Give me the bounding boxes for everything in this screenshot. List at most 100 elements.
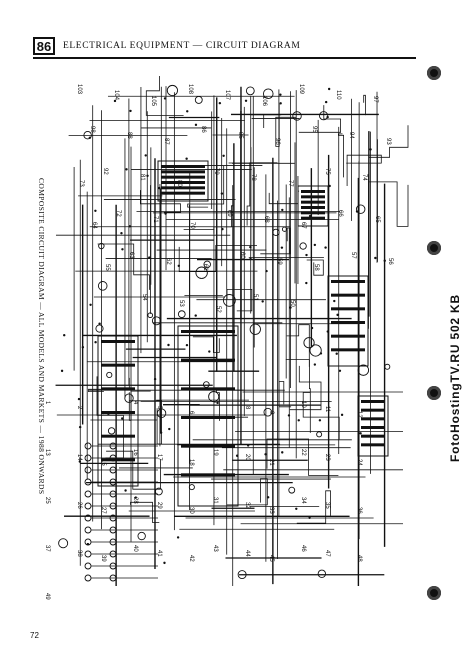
component-number: 2 bbox=[76, 406, 82, 410]
component-number: 60 bbox=[239, 252, 245, 259]
component-number: 79 bbox=[213, 168, 219, 175]
junction-dot bbox=[89, 303, 92, 306]
junction-dot bbox=[94, 209, 97, 212]
component-number: 1 bbox=[44, 401, 50, 405]
component-number: 104 bbox=[113, 90, 119, 101]
junction-dot bbox=[279, 93, 282, 96]
component-number: 34 bbox=[300, 497, 306, 504]
junction-dot bbox=[287, 414, 291, 417]
component-symbol bbox=[309, 344, 322, 357]
junction-dot bbox=[60, 369, 64, 373]
component-number: 105 bbox=[150, 96, 156, 107]
junction-dot bbox=[249, 257, 252, 261]
component-number: 23 bbox=[324, 454, 330, 461]
junction-dot bbox=[218, 101, 222, 105]
binder-hole-4 bbox=[427, 586, 441, 600]
connector-pin bbox=[101, 411, 135, 414]
junction-dot bbox=[244, 99, 248, 102]
component-number: 80 bbox=[176, 180, 182, 187]
connector-pin bbox=[331, 307, 365, 311]
component-number: 61 bbox=[202, 264, 208, 271]
component-symbol bbox=[384, 363, 391, 370]
wire-path bbox=[213, 205, 234, 234]
wire-path bbox=[178, 245, 257, 272]
component-symbol bbox=[124, 393, 134, 403]
wire-path bbox=[88, 377, 130, 392]
junction-dot bbox=[280, 246, 284, 249]
junction-dot bbox=[128, 225, 131, 228]
wire-path bbox=[129, 400, 162, 445]
junction-dot bbox=[176, 536, 180, 539]
junction-dot bbox=[313, 363, 317, 366]
component-number: 70 bbox=[189, 222, 195, 229]
junction-dot bbox=[167, 343, 170, 347]
component-number: 17 bbox=[156, 454, 162, 461]
lamp-symbol bbox=[84, 562, 92, 570]
component-symbol bbox=[97, 281, 108, 291]
wire-path bbox=[260, 227, 291, 255]
component-symbol bbox=[177, 310, 186, 319]
junction-dot bbox=[63, 334, 66, 337]
wire-path bbox=[130, 501, 160, 523]
component-number: 7 bbox=[212, 401, 218, 405]
component-symbol bbox=[166, 84, 178, 97]
junction-dot bbox=[120, 231, 123, 235]
component-number: 66 bbox=[337, 210, 343, 217]
component-symbol bbox=[83, 130, 92, 140]
wire-path bbox=[286, 324, 310, 367]
component-number: 95 bbox=[311, 126, 317, 133]
junction-dot bbox=[324, 100, 328, 104]
connector-block bbox=[327, 275, 369, 367]
component-number: 69 bbox=[226, 210, 232, 217]
component-number: 77 bbox=[287, 180, 293, 187]
junction-dot bbox=[336, 313, 339, 317]
wire-path bbox=[250, 114, 282, 128]
wire-path bbox=[106, 450, 161, 490]
wire-path bbox=[306, 259, 324, 276]
component-symbol bbox=[272, 228, 280, 236]
component-symbol bbox=[58, 538, 69, 549]
component-number: 50 bbox=[289, 300, 295, 307]
junction-dot bbox=[261, 300, 264, 303]
junction-dot bbox=[318, 419, 322, 422]
wire-path bbox=[97, 243, 150, 290]
component-symbol bbox=[202, 381, 210, 388]
lamp-symbol bbox=[84, 526, 92, 534]
component-number: 32 bbox=[244, 502, 250, 509]
junction-dot bbox=[246, 444, 250, 447]
component-number: 21 bbox=[268, 459, 274, 466]
junction-dot bbox=[310, 326, 314, 330]
component-number: 28 bbox=[132, 497, 138, 504]
connector-pin bbox=[101, 387, 135, 391]
junction-dot bbox=[297, 419, 300, 422]
component-number: 63 bbox=[128, 252, 134, 259]
connector-pin bbox=[101, 434, 135, 438]
junction-dot bbox=[88, 136, 92, 139]
component-symbol bbox=[203, 260, 211, 269]
component-number: 15 bbox=[100, 459, 106, 466]
component-number: 19 bbox=[212, 449, 218, 456]
component-number: 4 bbox=[132, 401, 138, 405]
junction-dot bbox=[335, 352, 338, 355]
connector-pin bbox=[301, 190, 325, 193]
junction-dot bbox=[319, 352, 323, 355]
junction-dot bbox=[163, 97, 167, 100]
junction-dot bbox=[163, 561, 166, 565]
lamp-symbol bbox=[84, 550, 92, 558]
component-number: 38 bbox=[76, 550, 82, 557]
component-number: 35 bbox=[324, 502, 330, 509]
connector-pin bbox=[101, 340, 135, 343]
component-number: 58 bbox=[313, 264, 319, 271]
junction-dot bbox=[77, 397, 81, 401]
component-number: 85 bbox=[237, 132, 243, 139]
junction-dot bbox=[305, 253, 308, 257]
component-symbol bbox=[98, 242, 105, 250]
junction-dot bbox=[185, 343, 189, 347]
component-number: 26 bbox=[76, 502, 82, 509]
binder-hole-1 bbox=[427, 66, 441, 80]
component-number: 41 bbox=[156, 550, 162, 557]
component-number: 74 bbox=[361, 174, 367, 181]
connector-block bbox=[357, 395, 389, 457]
component-number: 30 bbox=[188, 507, 194, 514]
binder-hole-3 bbox=[427, 386, 441, 400]
